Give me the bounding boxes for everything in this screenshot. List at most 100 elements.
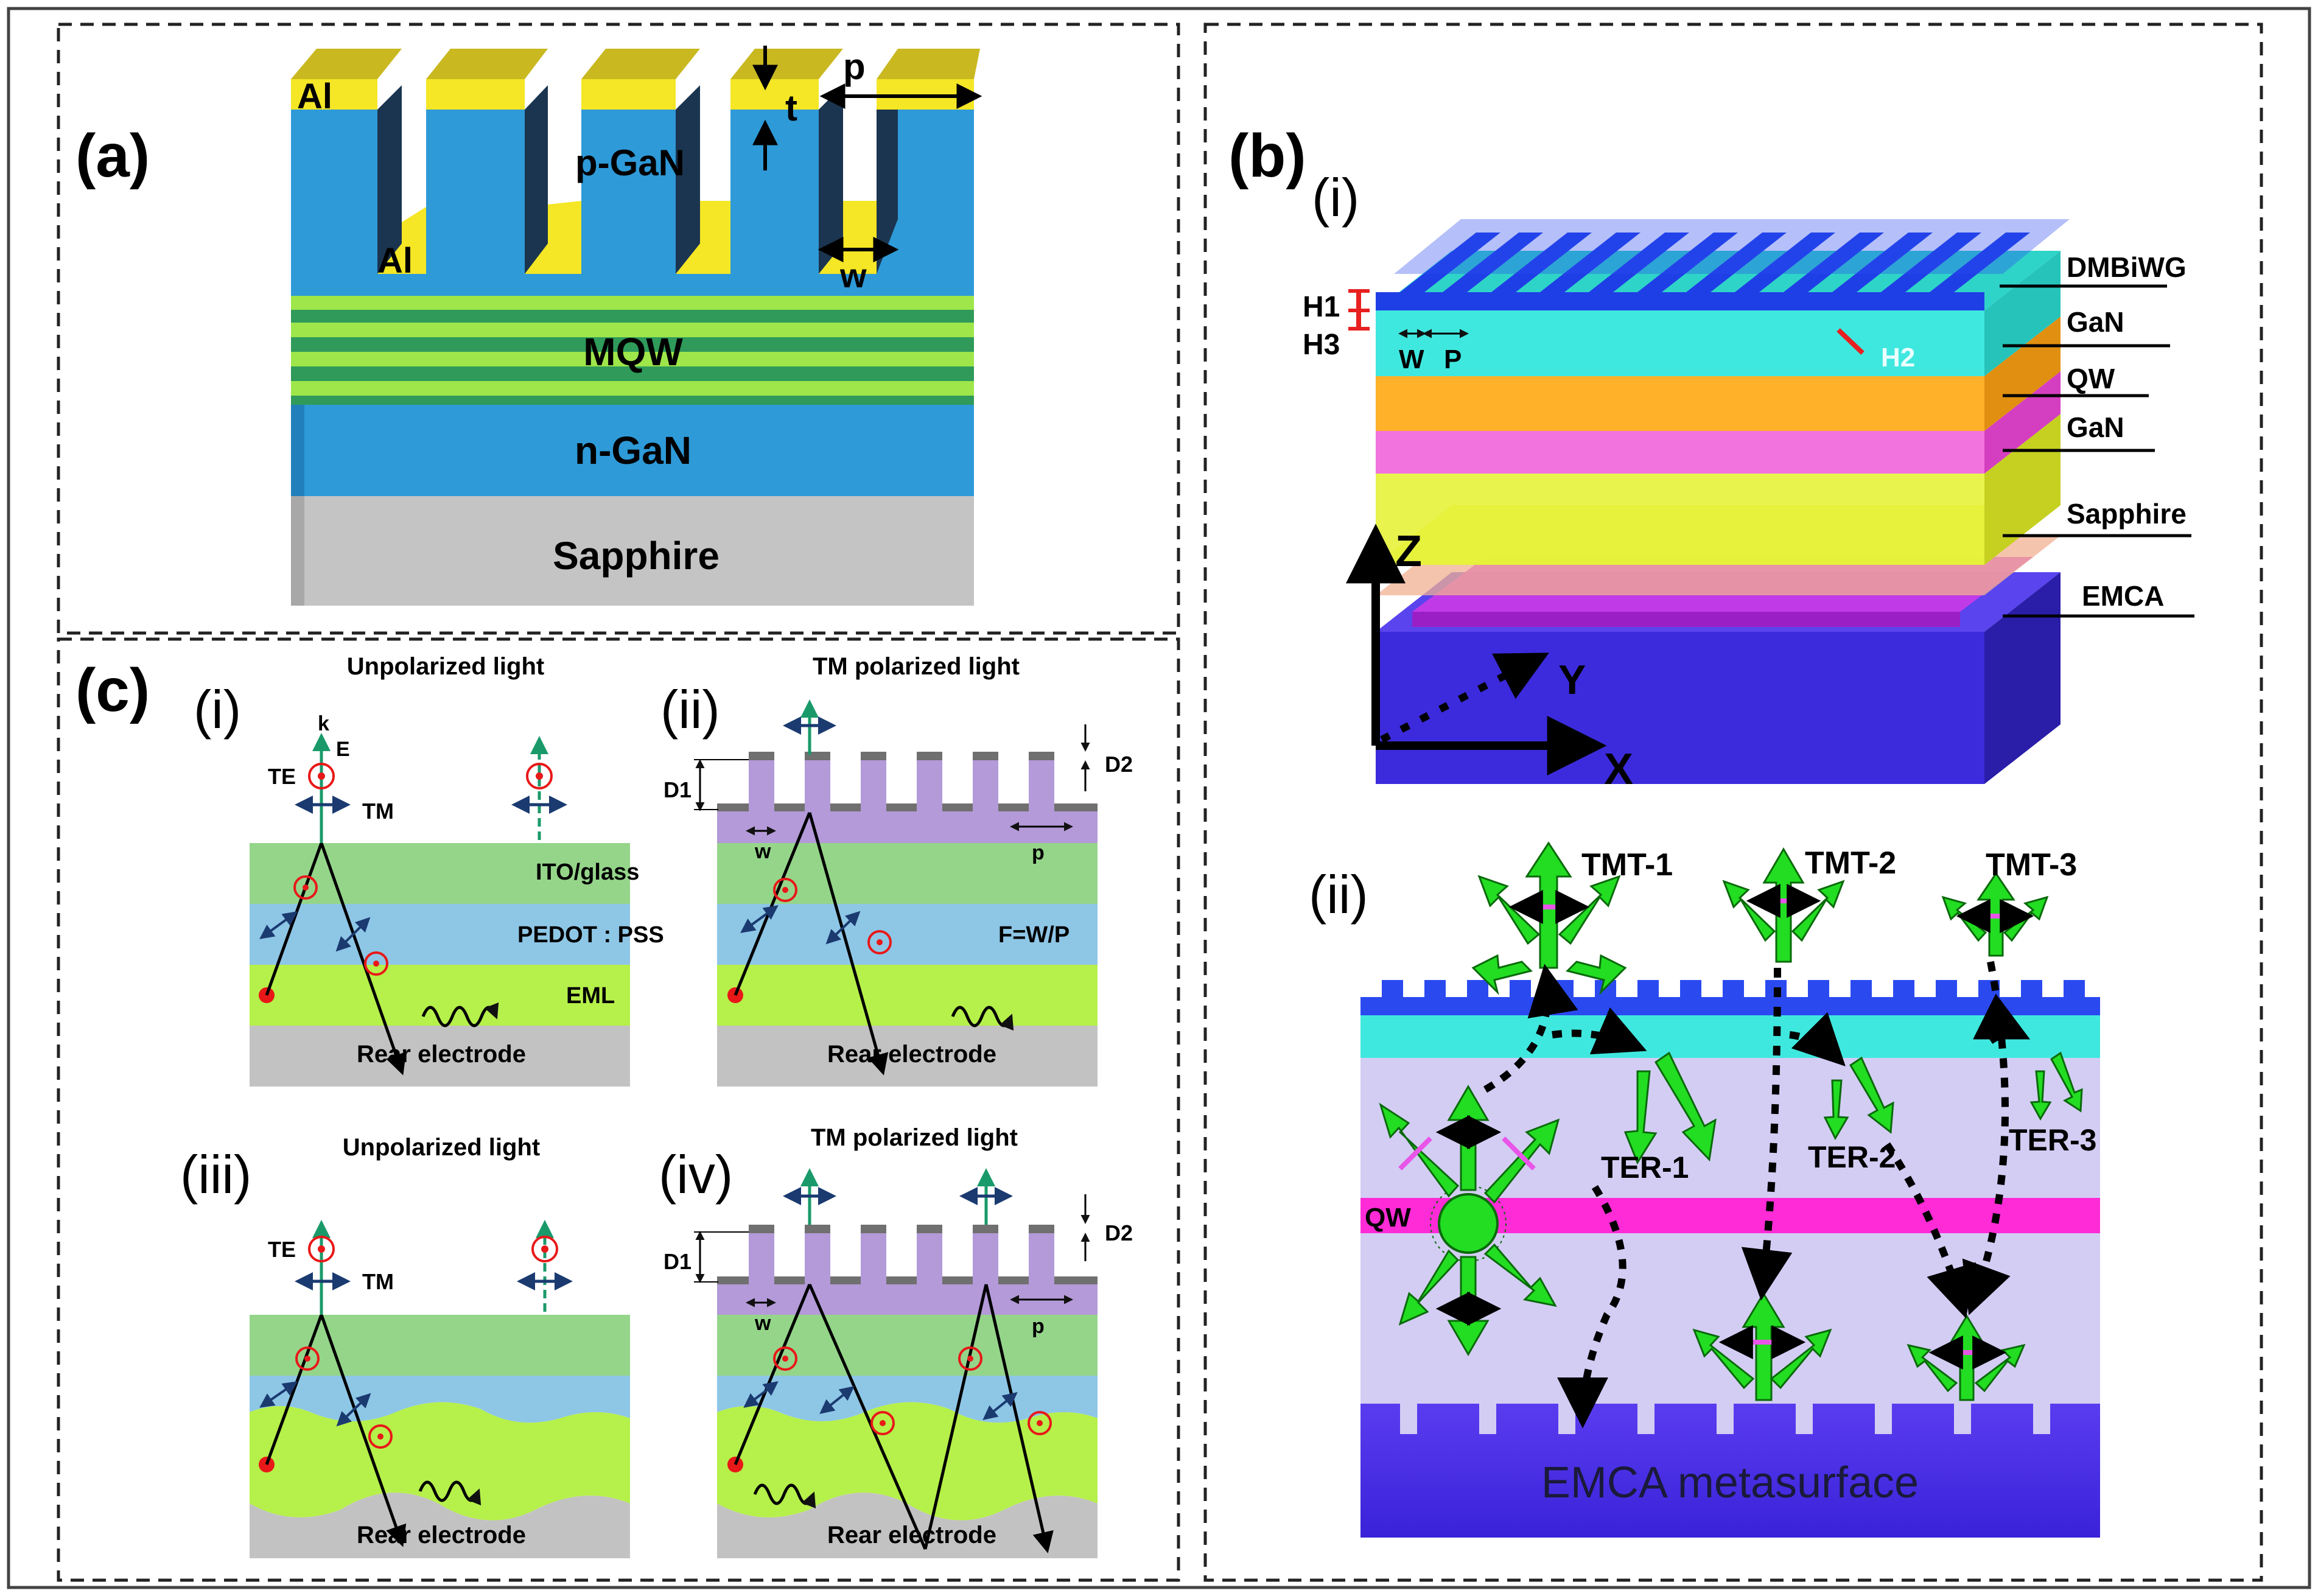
c-iv-number: (iv) <box>659 1144 733 1205</box>
panel-c: (c) (i) Unpolarized light ITO/glass PEDO… <box>57 637 1180 1582</box>
w-label: w <box>839 256 867 295</box>
tmt-2-label: TMT-2 <box>1805 845 1896 881</box>
dmbiwg-grating <box>1394 219 2070 292</box>
panel-a-border <box>57 23 1180 635</box>
c-iii-te-label: TE <box>268 1237 296 1262</box>
c-ii-d1-label: D1 <box>664 777 692 802</box>
c-iv-grating <box>717 1225 1098 1315</box>
h2-label: H2 <box>1881 343 1915 373</box>
c-i-te-mark-1 <box>293 875 318 900</box>
b-i-number: (i) <box>1312 167 1359 228</box>
al-bottom-label: Al <box>377 241 413 281</box>
sapphire-layer <box>291 496 974 606</box>
t-label: t <box>785 88 797 128</box>
layer-label-qw: QW <box>2067 363 2115 394</box>
c-iv-d1-label: D1 <box>664 1249 692 1274</box>
front-teeth <box>1376 292 1984 310</box>
panel-a-tag: (a) <box>75 122 150 190</box>
c-i-pedot-layer <box>250 904 630 965</box>
axis-z-label: Z <box>1395 527 1422 576</box>
c-ii-f-label: F=W/P <box>998 922 1070 948</box>
w-dim-label: W <box>1399 345 1424 374</box>
c-i-k-label: k <box>318 712 329 735</box>
panel-c-i: (i) Unpolarized light ITO/glass PEDOT : … <box>194 653 664 1087</box>
panel-a: (a) Sapphire n-GaN MQW <box>57 23 1180 635</box>
c-ii-w-label: w <box>754 840 771 863</box>
c-i-te-mark-2 <box>364 951 388 976</box>
c-iii-number: (iii) <box>180 1144 251 1205</box>
b-i-axes: Z Y X <box>1346 523 1633 794</box>
ter-1-cluster <box>1623 1051 1717 1165</box>
panel-c-border <box>57 637 1180 1582</box>
c-i-number: (i) <box>194 679 241 740</box>
c-i-rear-layer <box>250 1026 630 1087</box>
c-i-ito-label: ITO/glass <box>536 859 639 885</box>
layer-label-dmbiwg: DMBiWG <box>2067 251 2187 283</box>
ter-3-label: TER-3 <box>2009 1123 2096 1157</box>
c-ii-grating <box>717 752 1098 843</box>
panel-b: (b) (i) <box>1203 23 2263 1582</box>
tmt-3-label: TMT-3 <box>1986 847 2077 883</box>
c-i-title: Unpolarized light <box>347 653 544 680</box>
panel-c-tag: (c) <box>75 656 150 724</box>
c-i-eml-label: EML <box>566 983 615 1009</box>
c-i-tm-label: TM <box>362 799 394 824</box>
layer-label-gan-bottom: GaN <box>2067 411 2124 443</box>
panel-b-border <box>1203 23 2263 1582</box>
c-iii-rear-label: Rear electrode <box>357 1522 526 1549</box>
pink-polarization-arrows <box>1398 1115 1536 1326</box>
c-ii-d2-label: D2 <box>1105 752 1133 777</box>
c-iv-w-label: w <box>754 1312 771 1335</box>
p-gan-pillars <box>291 49 974 274</box>
tmt-1-label: TMT-1 <box>1581 847 1673 883</box>
panel-b-tag: (b) <box>1228 122 1306 190</box>
ter-2-cluster <box>1823 1056 1894 1141</box>
panel-c-ii: (ii) TM polarized light F=W/P Rear elect… <box>660 653 1133 1087</box>
c-ii-number: (ii) <box>660 679 720 740</box>
c-iii-title: Unpolarized light <box>343 1134 540 1161</box>
c-ii-title: TM polarized light <box>813 653 1020 680</box>
p-dim-label: P <box>1444 345 1462 374</box>
p-gan-label: p-GaN <box>575 142 685 183</box>
c-iv-p-label: p <box>1032 1315 1045 1338</box>
mqw-stack <box>291 295 974 405</box>
ter-3-cluster <box>2029 1051 2083 1121</box>
metasurface-label: EMCA metasurface <box>1541 1458 1919 1507</box>
layer-label-gan-top: GaN <box>2067 306 2124 338</box>
axis-y-label: Y <box>1558 657 1586 703</box>
c-i-wave <box>421 1002 499 1027</box>
layer-label-sapphire: Sapphire <box>2067 498 2187 530</box>
mqw-label: MQW <box>583 330 683 374</box>
c-iv-rear-label: Rear electrode <box>827 1522 996 1549</box>
ter-2-label: TER-2 <box>1808 1140 1896 1174</box>
qw-label: QW <box>1365 1203 1411 1233</box>
axis-x-label: X <box>1604 745 1633 794</box>
b-i-layer-labels: DMBiWG GaN QW GaN Sapphire EMCA <box>2000 251 2194 618</box>
c-i-pedot-label: PEDOT : PSS <box>517 922 664 948</box>
n-gan-side <box>291 405 304 496</box>
c-i-te-label: TE <box>268 764 296 789</box>
n-gan-layer <box>291 405 974 496</box>
c-ii-rear-label: Rear electrode <box>827 1041 996 1068</box>
panel-c-iii: (iii) Unpolarized light Rear electrode T… <box>180 1134 630 1558</box>
b-ii-structure: QW EMCA metasurface <box>1360 841 2100 1538</box>
ter-1-label: TER-1 <box>1601 1150 1689 1185</box>
p-gan-base <box>291 274 974 296</box>
outer-frame <box>7 7 2311 1589</box>
sapphire-side <box>291 496 304 606</box>
n-gan-label: n-GaN <box>575 429 692 472</box>
dotted-paths <box>1483 961 2031 1429</box>
b-ii-number: (ii) <box>1309 864 1368 925</box>
c-iv-d2-label: D2 <box>1105 1220 1133 1245</box>
h3-label: H3 <box>1303 329 1340 361</box>
al-top-label: Al <box>297 77 332 116</box>
c-ii-p-label: p <box>1032 841 1045 864</box>
c-i-rear-label: Rear electrode <box>357 1041 526 1068</box>
c-i-e-label: E <box>336 738 350 761</box>
layer-label-emca: EMCA <box>2082 580 2164 612</box>
qw-source <box>1438 1193 1499 1254</box>
panel-c-iv: (iv) TM polarized light Rear electrode D… <box>659 1124 1133 1558</box>
c-iii-tm-label: TM <box>362 1269 394 1294</box>
p-label: p <box>843 46 866 87</box>
